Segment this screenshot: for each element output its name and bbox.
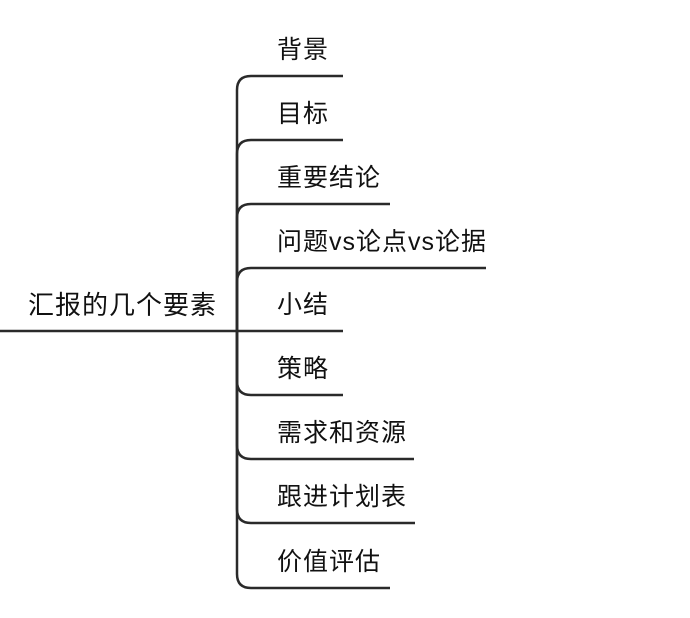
- topic-strategy[interactable]: 策略: [277, 355, 330, 383]
- topic-follow-up-plan[interactable]: 跟进计划表: [277, 483, 408, 511]
- topic-goal[interactable]: 目标: [277, 100, 330, 128]
- mindmap-root-topic[interactable]: 汇报的几个要素: [28, 290, 218, 320]
- topic-needs-resources[interactable]: 需求和资源: [277, 419, 408, 447]
- topic-summary[interactable]: 小结: [277, 291, 330, 319]
- connector-value-assessment: [235, 331, 390, 590]
- topic-question-argument-evidence[interactable]: 问题vs论点vs论据: [277, 228, 488, 256]
- connector-goal: [235, 138, 343, 331]
- connector-key-conclusions: [235, 202, 390, 331]
- topic-value-assessment[interactable]: 价值评估: [277, 548, 382, 576]
- topic-key-conclusions[interactable]: 重要结论: [277, 164, 382, 192]
- connector-background: [235, 74, 343, 331]
- topic-background[interactable]: 背景: [277, 36, 330, 64]
- connector-question-argument-evidence: [235, 266, 486, 331]
